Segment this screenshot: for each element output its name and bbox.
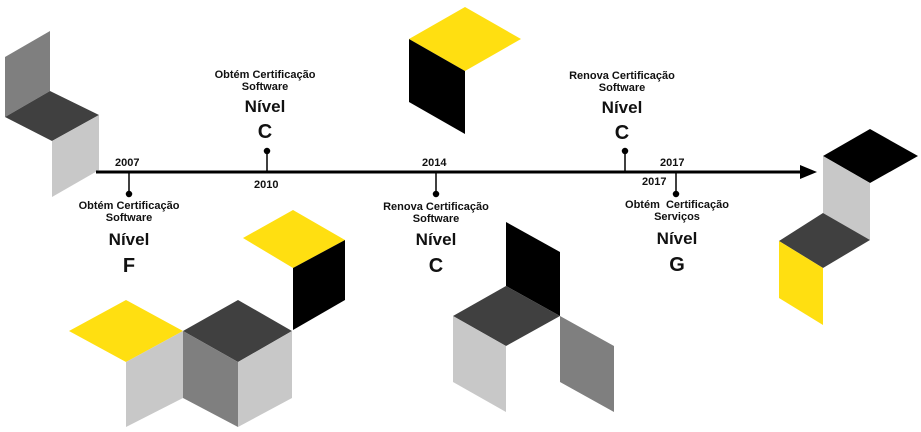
event-2014-level: C <box>428 255 444 277</box>
event-2014-action-line1: Renova Certificação <box>383 201 489 213</box>
event-2010-action-line2: Software <box>241 81 289 93</box>
event-2017-renewal-action-line1: Renova Certificação <box>569 70 675 82</box>
event-2014-action: Renova Certificação Software <box>376 201 496 225</box>
event-2007-action: Obtém Certificação Software <box>69 200 189 224</box>
event-2010-action-line1: Obtém Certificação <box>214 69 316 81</box>
cube-cluster-right <box>779 129 918 325</box>
cube-cluster-bottom-left <box>69 210 345 427</box>
event-2007-level: F <box>122 255 136 277</box>
event-2017-services-action-line1: Obtém Certificação <box>625 199 729 211</box>
event-2017-services-action-line2: Serviços <box>654 211 700 223</box>
event-2010-level: C <box>257 121 273 143</box>
event-2017-renewal-action-line2: Software <box>598 82 646 94</box>
event-2017-renewal-action: Renova Certificação Software <box>562 70 682 94</box>
cube-cluster-top-left <box>5 31 99 197</box>
event-2017-services-action: Obtém Certificação Serviços <box>617 199 737 223</box>
event-2014-level-label: Nível <box>415 230 457 249</box>
event-2007-year: 2007 <box>115 157 140 169</box>
timeline-arrowhead <box>800 165 817 179</box>
cube-cluster-bottom-middle <box>453 222 614 412</box>
event-2017-renewal-level: C <box>614 122 630 144</box>
event-2017-services-level: G <box>669 254 685 276</box>
timeline-ticks <box>125 147 680 198</box>
event-2010-action: Obtém Certificação Software <box>205 69 325 93</box>
event-2014-year: 2014 <box>422 157 447 169</box>
event-2017-services-level-label: Nível <box>656 229 698 248</box>
cube-cluster-top-middle <box>409 7 521 134</box>
event-2014-action-line2: Software <box>412 213 460 225</box>
event-2010-level-label: Nível <box>244 97 286 116</box>
event-2010-year: 2010 <box>254 179 279 191</box>
event-2007-level-label: Nível <box>108 230 150 249</box>
event-2017-renewal-year: 2017 <box>660 157 685 169</box>
event-2007-action-line1: Obtém Certificação <box>78 200 180 212</box>
event-2007-action-line2: Software <box>105 212 153 224</box>
event-2017-services-year: 2017 <box>642 176 667 188</box>
event-2017-renewal-level-label: Nível <box>601 98 643 117</box>
